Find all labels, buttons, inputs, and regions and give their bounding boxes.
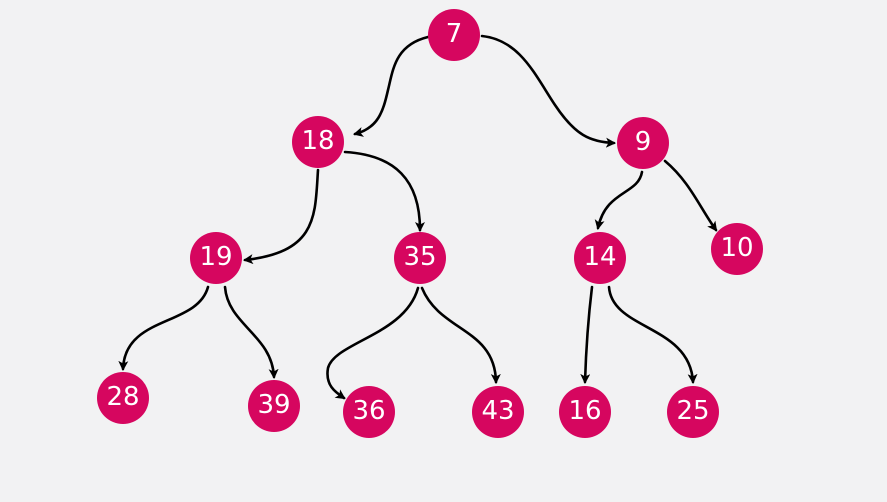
node-circle — [574, 232, 626, 284]
node-label: 18 — [301, 126, 334, 156]
edge-7-to-9 — [480, 34, 616, 148]
node-circle — [667, 386, 719, 438]
node-circle — [428, 9, 480, 61]
edges-group — [118, 34, 718, 400]
node-circle — [472, 386, 524, 438]
tree-node-39: 39 — [248, 380, 300, 432]
node-label: 25 — [676, 396, 709, 426]
node-label: 10 — [720, 233, 753, 263]
tree-node-25: 25 — [667, 386, 719, 438]
node-label: 9 — [635, 127, 652, 157]
tree-node-35: 35 — [394, 232, 446, 284]
edge-14-to-25 — [607, 285, 698, 384]
node-label: 35 — [403, 242, 436, 272]
edge-19-to-28 — [118, 285, 210, 371]
node-label: 39 — [257, 390, 290, 420]
edge-18-to-19 — [243, 168, 320, 265]
tree-node-36: 36 — [343, 386, 395, 438]
edge-35-to-36 — [326, 286, 420, 400]
node-label: 43 — [481, 396, 514, 426]
edge-18-to-35 — [343, 150, 425, 232]
node-circle — [394, 232, 446, 284]
node-label: 14 — [583, 242, 616, 272]
edge-7-to-18 — [353, 35, 430, 137]
edge-19-to-39 — [223, 285, 279, 379]
tree-node-9: 9 — [617, 117, 669, 169]
edge-35-to-43 — [420, 286, 501, 384]
node-circle — [559, 386, 611, 438]
tree-node-16: 16 — [559, 386, 611, 438]
tree-node-10: 10 — [711, 223, 763, 275]
node-label: 16 — [568, 396, 601, 426]
node-label: 7 — [446, 19, 463, 49]
tree-node-43: 43 — [472, 386, 524, 438]
node-label: 19 — [199, 242, 232, 272]
node-circle — [190, 232, 242, 284]
node-label: 36 — [352, 396, 385, 426]
node-circle — [617, 117, 669, 169]
node-label: 28 — [106, 382, 139, 412]
node-circle — [711, 223, 763, 275]
node-circle — [343, 386, 395, 438]
edge-9-to-14 — [594, 170, 644, 230]
nodes-group: 7 18 9 19 35 14 — [97, 9, 763, 438]
tree-node-28: 28 — [97, 372, 149, 424]
tree-node-7: 7 — [428, 9, 480, 61]
node-circle — [248, 380, 300, 432]
tree-node-18: 18 — [292, 116, 344, 168]
node-circle — [292, 116, 344, 168]
edge-14-to-16 — [580, 285, 594, 384]
edge-9-to-10 — [663, 159, 718, 232]
tree-node-19: 19 — [190, 232, 242, 284]
node-circle — [97, 372, 149, 424]
tree-node-14: 14 — [574, 232, 626, 284]
